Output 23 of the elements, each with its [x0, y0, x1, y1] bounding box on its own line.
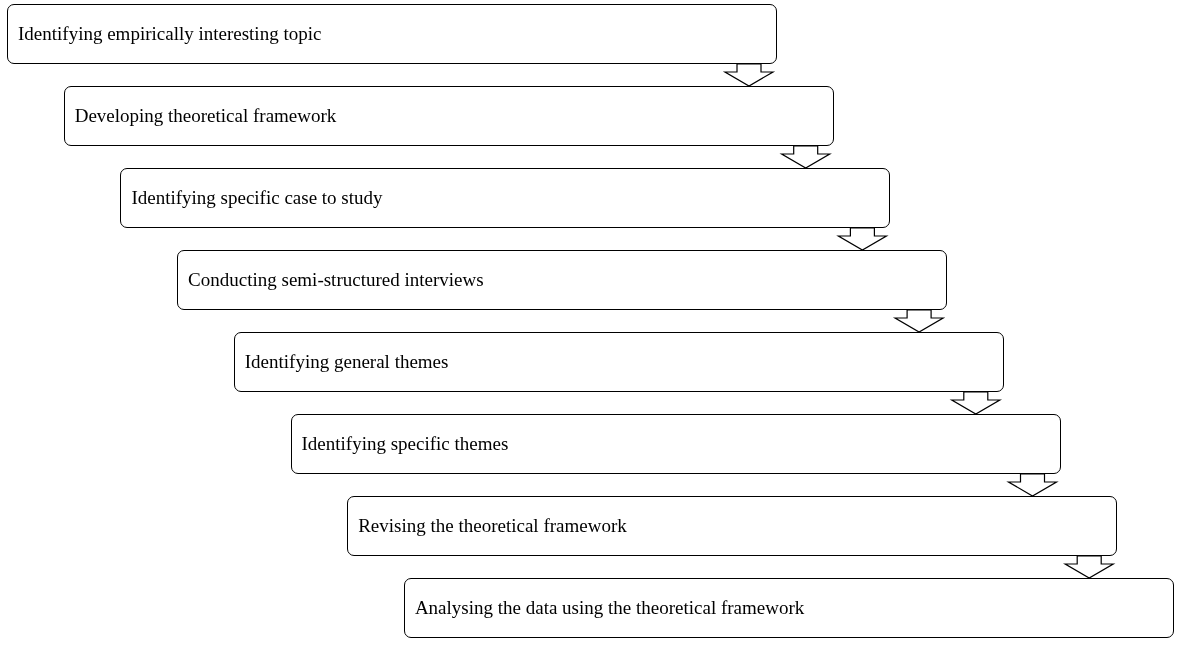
process-box	[7, 4, 777, 64]
step-label: Identifying specific case to study	[131, 187, 383, 209]
block-arrow	[1006, 473, 1059, 497]
step-label: Revising the theoretical framework	[358, 515, 627, 537]
step-label: Developing theoretical framework	[74, 105, 337, 127]
block-arrow	[1063, 555, 1116, 579]
step-label: Analysing the data using the theoretical framework	[414, 597, 805, 619]
block-arrow	[779, 145, 832, 169]
process-box	[177, 250, 948, 310]
step-label: Identifying general themes	[244, 351, 449, 373]
step-label: Identifying specific themes	[301, 433, 509, 455]
step-label: Conducting semi-structured interviews	[188, 269, 484, 291]
block-arrow	[892, 309, 946, 333]
step-label: Identifying empirically interesting topic	[18, 23, 322, 45]
block-arrow	[949, 391, 1002, 415]
process-box	[120, 168, 891, 228]
block-arrow	[722, 63, 776, 87]
block-arrow	[836, 227, 889, 251]
process-box	[233, 332, 1004, 392]
process-box	[403, 578, 1174, 638]
process-box	[63, 86, 834, 146]
process-box	[290, 414, 1061, 474]
process-box	[347, 496, 1118, 556]
